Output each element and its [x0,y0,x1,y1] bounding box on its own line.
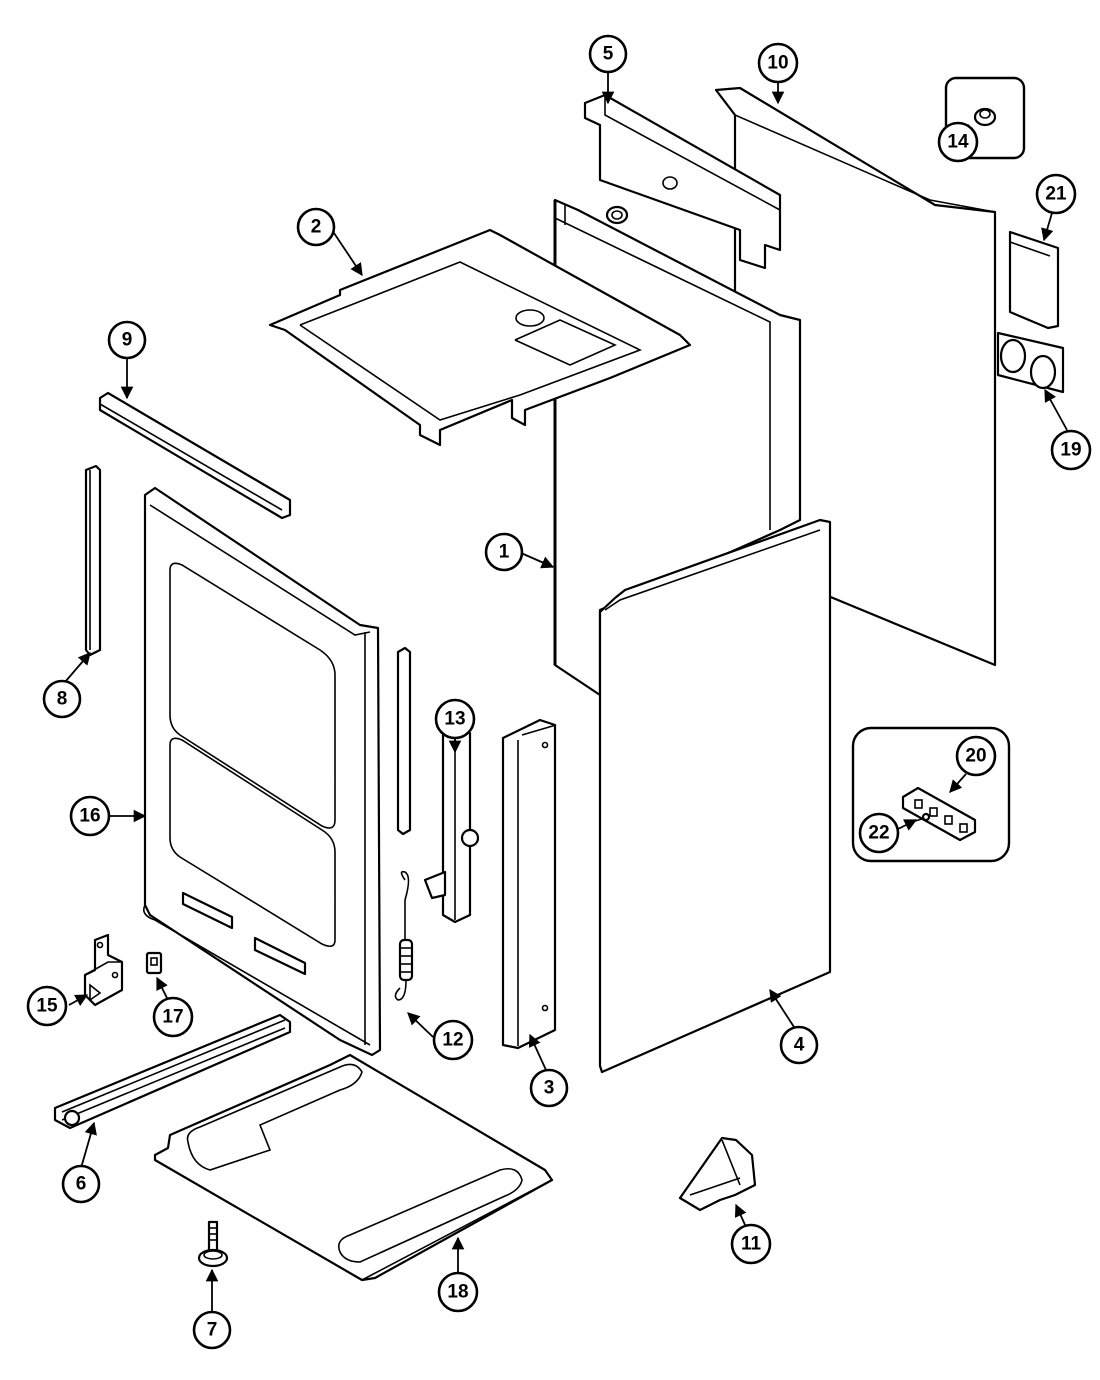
callout-21-label: 21 [1045,184,1067,205]
clip-part-17 [145,951,163,975]
ring-plate-part-19 [996,331,1065,394]
callout-17: 17 [152,996,194,1038]
callout-22-label: 22 [868,823,889,844]
callout-20-label: 20 [965,746,986,767]
leveling-leg-part-7 [197,1220,229,1268]
callout-19-label: 19 [1060,440,1081,461]
callout-5: 5 [588,34,628,74]
callout-14-label: 14 [947,132,969,153]
plate-part-21 [1008,230,1060,330]
callout-6: 6 [61,1164,101,1204]
callout-2-label: 2 [311,217,322,238]
callout-15: 15 [26,985,68,1027]
callout-9-label: 9 [122,330,133,351]
callout-12-label: 12 [442,1030,463,1051]
callout-8-label: 8 [57,689,68,710]
callout-12: 12 [432,1019,474,1061]
side-panel-part-4 [598,518,832,1074]
callout-11: 11 [730,1223,772,1265]
leader-lines [64,72,1068,1313]
callout-15-label: 15 [36,996,58,1017]
gas-inlet-fitting [605,205,629,225]
callout-19: 19 [1050,429,1092,471]
hinge-spring-part-12 [394,870,414,1001]
callout-13: 13 [434,698,476,740]
callout-1: 1 [484,532,524,572]
corner-bracket-part-11 [678,1136,757,1212]
callout-9: 9 [107,320,147,360]
side-trim-strip-part-8 [84,464,102,657]
callout-10: 10 [757,42,799,84]
inset-part-14 [944,76,1026,160]
callout-17-label: 17 [162,1007,183,1028]
callout-14: 14 [937,121,979,163]
callout-8: 8 [42,679,82,719]
door-hinge-part-13 [423,726,480,924]
callout-7-label: 7 [207,1320,218,1341]
callout-13-label: 13 [444,709,465,730]
callout-21: 21 [1035,173,1077,215]
callout-4-label: 4 [794,1035,805,1056]
callout-22: 22 [858,812,900,854]
callout-18: 18 [437,1271,479,1313]
vertical-channel-part-3 [501,718,557,1050]
callout-3-label: 3 [544,1078,555,1099]
callout-4: 4 [779,1025,819,1065]
bracket-part-15 [83,933,124,1007]
callout-2: 2 [296,207,336,247]
oven-door-part-16 [142,486,382,1057]
callout-16-label: 16 [79,806,100,827]
callout-20: 20 [955,735,997,777]
callout-1-label: 1 [499,542,510,563]
callout-7: 7 [192,1310,232,1350]
callout-18-label: 18 [447,1282,468,1303]
callout-6-label: 6 [76,1174,87,1195]
callout-11-label: 11 [741,1234,762,1255]
callout-3: 3 [529,1068,569,1108]
drawer-rail-part-6 [53,1013,292,1130]
callout-16: 16 [69,795,111,837]
top-panel-part-2 [268,228,692,447]
drawer-bottom-part-18 [153,1053,554,1282]
callout-10-label: 10 [767,53,788,74]
callout-5-label: 5 [603,44,614,65]
inset-parts-20-22 [851,726,1011,863]
door-side-strip [396,646,412,836]
top-trim-strip-part-9 [98,391,292,520]
